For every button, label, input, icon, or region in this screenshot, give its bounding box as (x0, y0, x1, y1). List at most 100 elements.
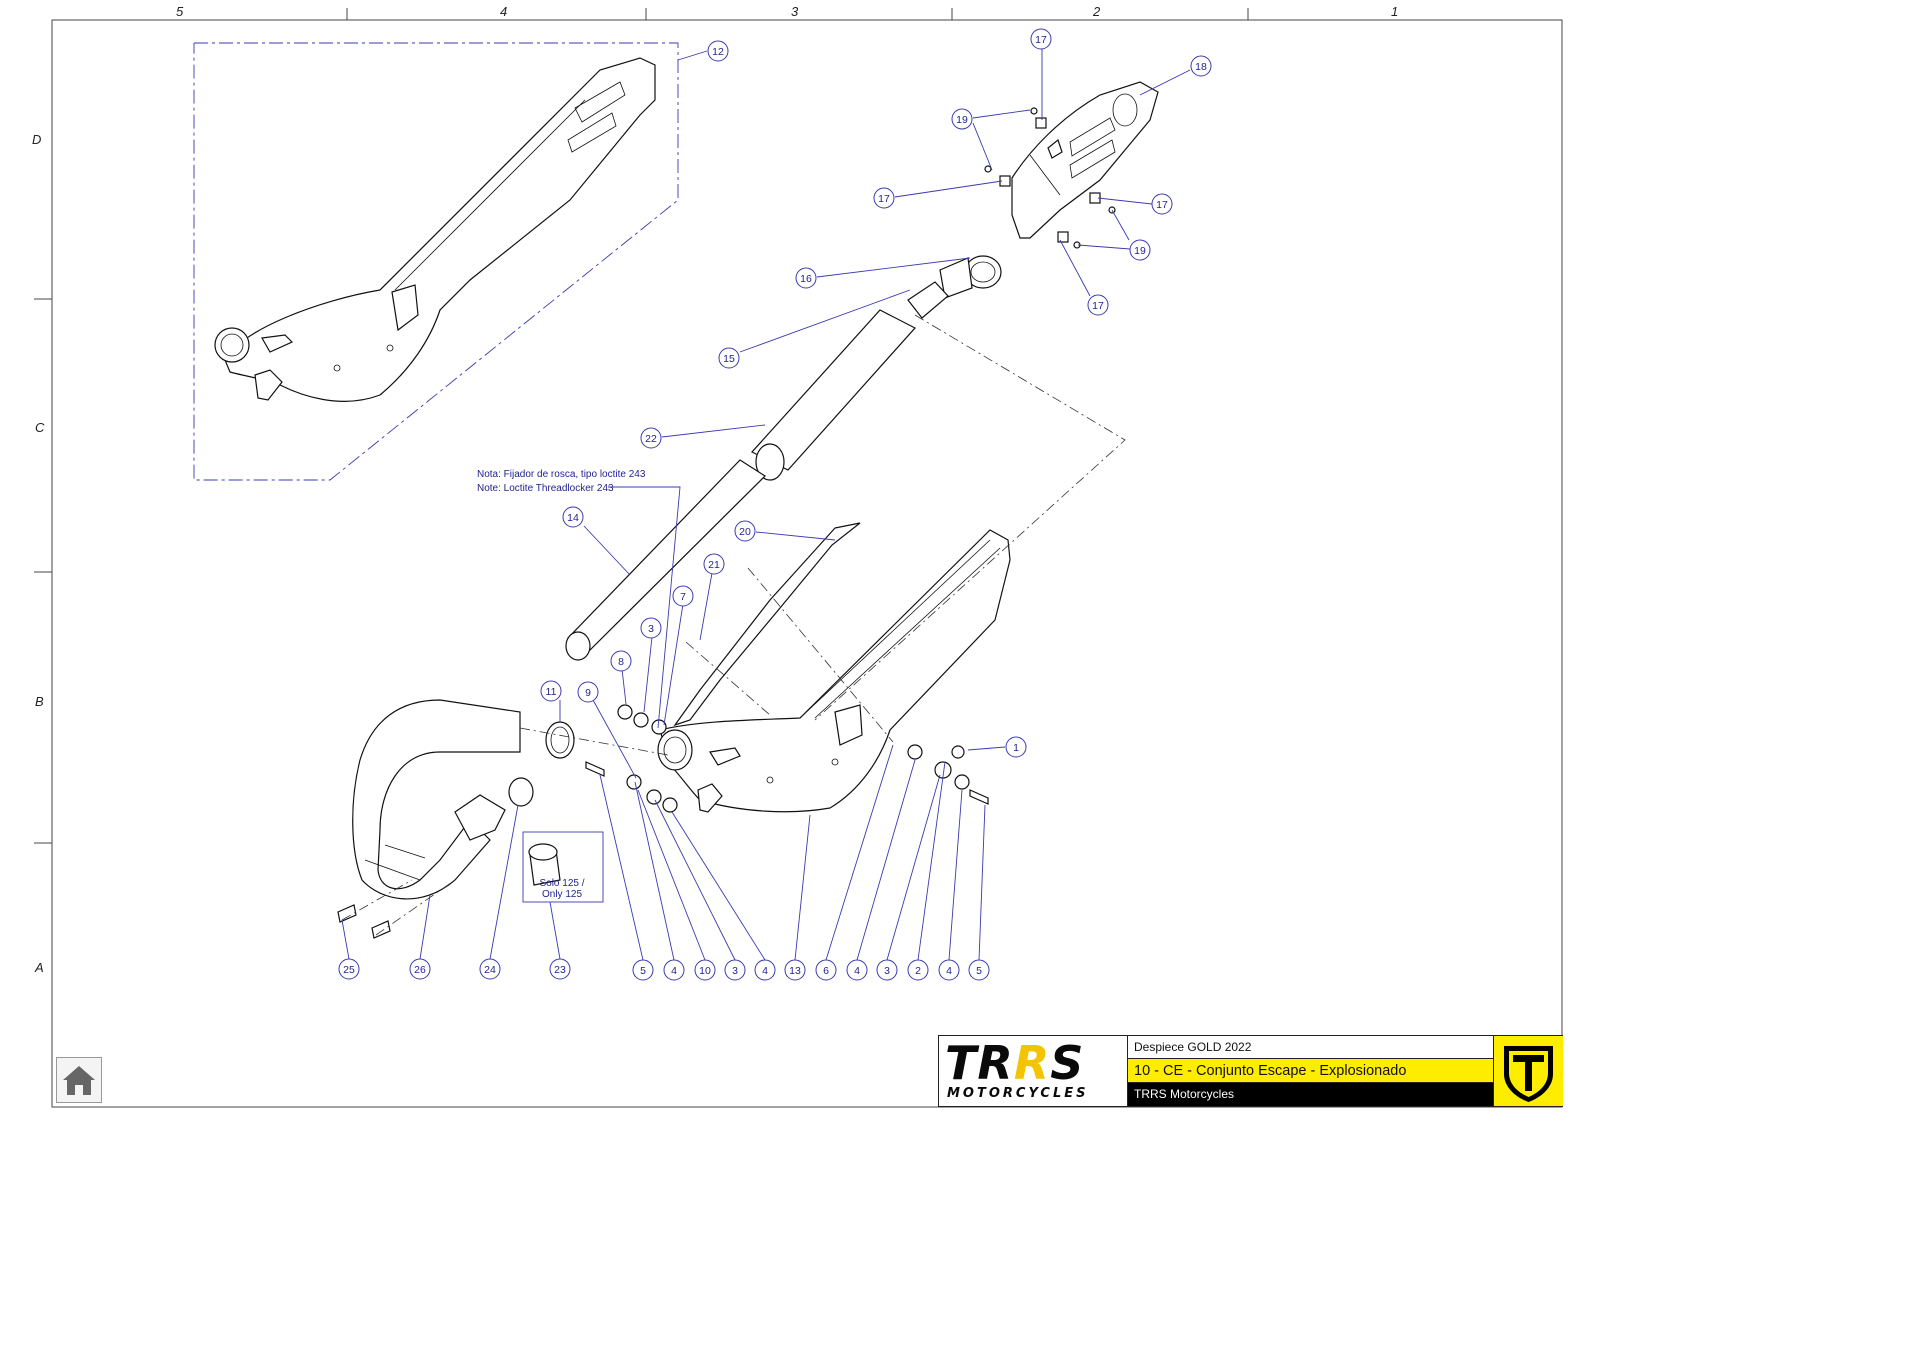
part-balloon: 13 (784, 959, 806, 981)
part-balloon: 7 (672, 585, 694, 607)
part-balloon: 22 (640, 427, 662, 449)
title-block: TRRS MOTORCYCLES Despiece GOLD 2022 10 -… (938, 1035, 1563, 1107)
part-balloon: 4 (938, 959, 960, 981)
svg-text:5: 5 (640, 965, 646, 977)
part-balloon: 19 (1129, 239, 1151, 261)
part-balloon: 23 (549, 958, 571, 980)
balloon-leaders (341, 48, 1191, 961)
svg-text:17: 17 (878, 193, 890, 205)
svg-text:7: 7 (680, 591, 686, 603)
part-balloon: 9 (577, 681, 599, 703)
svg-text:11: 11 (546, 686, 557, 698)
part-balloon: 3 (876, 959, 898, 981)
part-balloon: 3 (724, 959, 746, 981)
part-balloon: 5 (968, 959, 990, 981)
part-balloon: 15 (718, 347, 740, 369)
part-balloon: 3 (640, 617, 662, 639)
svg-text:17: 17 (1092, 300, 1104, 312)
part-balloon: 2 (907, 959, 929, 981)
part-balloon: 17 (1030, 28, 1052, 50)
silencer-tube-part (565, 309, 916, 661)
part-balloon: 16 (795, 267, 817, 289)
svg-text:19: 19 (956, 114, 968, 126)
hardware-parts (337, 704, 989, 939)
row-label: A (34, 960, 44, 975)
svg-text:19: 19 (1134, 245, 1146, 257)
svg-text:18: 18 (1195, 61, 1207, 73)
svg-text:16: 16 (800, 273, 812, 285)
svg-text:4: 4 (671, 965, 677, 977)
column-label: 5 (176, 4, 184, 19)
end-cap-part (984, 81, 1159, 249)
threadlocker-note: Nota: Fijador de rosca, tipo loctite 243 (477, 469, 646, 480)
svg-text:26: 26 (414, 964, 426, 976)
svg-text:2: 2 (915, 965, 921, 977)
svg-text:8: 8 (618, 656, 624, 668)
svg-text:6: 6 (823, 965, 829, 977)
note-leader (608, 486, 681, 729)
part-balloon: 10 (694, 959, 716, 981)
part-balloon: 4 (846, 959, 868, 981)
part-balloon: 6 (815, 959, 837, 981)
company-name: TRRS Motorcycles (1128, 1083, 1493, 1106)
part-balloon: 1 (1005, 736, 1027, 758)
brand-badge (1493, 1036, 1563, 1106)
logo-subtext: MOTORCYCLES (947, 1086, 1089, 1101)
svg-text:3: 3 (648, 623, 654, 635)
column-label: 1 (1391, 4, 1398, 19)
svg-text:15: 15 (723, 353, 735, 365)
svg-text:3: 3 (732, 965, 738, 977)
svg-text:12: 12 (712, 46, 724, 58)
part-balloon: 5 (632, 959, 654, 981)
header-pipe-part (352, 699, 521, 900)
part-balloon: 21 (703, 553, 725, 575)
home-icon (63, 1066, 95, 1095)
shield-logo-icon (1504, 1046, 1553, 1102)
title-info: Despiece GOLD 2022 10 - CE - Conjunto Es… (1128, 1036, 1493, 1106)
svg-text:20: 20 (739, 526, 751, 538)
svg-text:3: 3 (884, 965, 890, 977)
row-label: C (35, 420, 45, 435)
svg-text:9: 9 (585, 687, 591, 699)
part-balloon: 4 (754, 959, 776, 981)
outlet-pipe-part (907, 255, 1002, 319)
svg-text:21: 21 (708, 559, 720, 571)
svg-text:5: 5 (976, 965, 982, 977)
svg-text:17: 17 (1156, 199, 1168, 211)
svg-text:17: 17 (1035, 34, 1047, 46)
row-label: B (35, 694, 44, 709)
assembly-lines (341, 314, 1126, 936)
part-balloon: 12 (707, 40, 729, 62)
part-balloon: 24 (479, 958, 501, 980)
part-balloon: 26 (409, 958, 431, 980)
row-label: D (32, 132, 41, 147)
column-label: 3 (791, 4, 799, 19)
svg-text:4: 4 (762, 965, 768, 977)
threadlocker-note: Note: Loctite Threadlocker 243 (477, 483, 614, 494)
zone-ticks (34, 8, 1249, 844)
part-balloon: 17 (873, 187, 895, 209)
svg-text:1: 1 (1013, 742, 1019, 754)
svg-text:22: 22 (645, 433, 657, 445)
svg-text:25: 25 (343, 964, 355, 976)
part-balloon: 17 (1087, 294, 1109, 316)
svg-text:4: 4 (946, 965, 952, 977)
exploded-drawing: 5 4 3 2 1 D C B A (32, 4, 1563, 1108)
heat-shield-part (673, 522, 861, 727)
brand-logo: TRRS MOTORCYCLES (939, 1036, 1128, 1106)
home-button[interactable] (56, 1057, 102, 1103)
main-silencer-part (657, 529, 1011, 813)
svg-text:14: 14 (567, 512, 579, 524)
only-125-note: Only 125 (542, 889, 582, 900)
part-balloon: 4 (663, 959, 685, 981)
svg-text:4: 4 (854, 965, 860, 977)
logo-text: TRRS (945, 1036, 1085, 1090)
only-125-frame (522, 831, 604, 903)
part-balloon: 11 (540, 680, 562, 702)
column-label: 2 (1092, 4, 1101, 19)
column-label: 4 (500, 4, 507, 19)
only-125-note: Solo 125 / (539, 878, 584, 889)
silencer-detail-part (214, 57, 656, 402)
svg-text:23: 23 (554, 964, 566, 976)
part-balloon: 25 (338, 958, 360, 980)
